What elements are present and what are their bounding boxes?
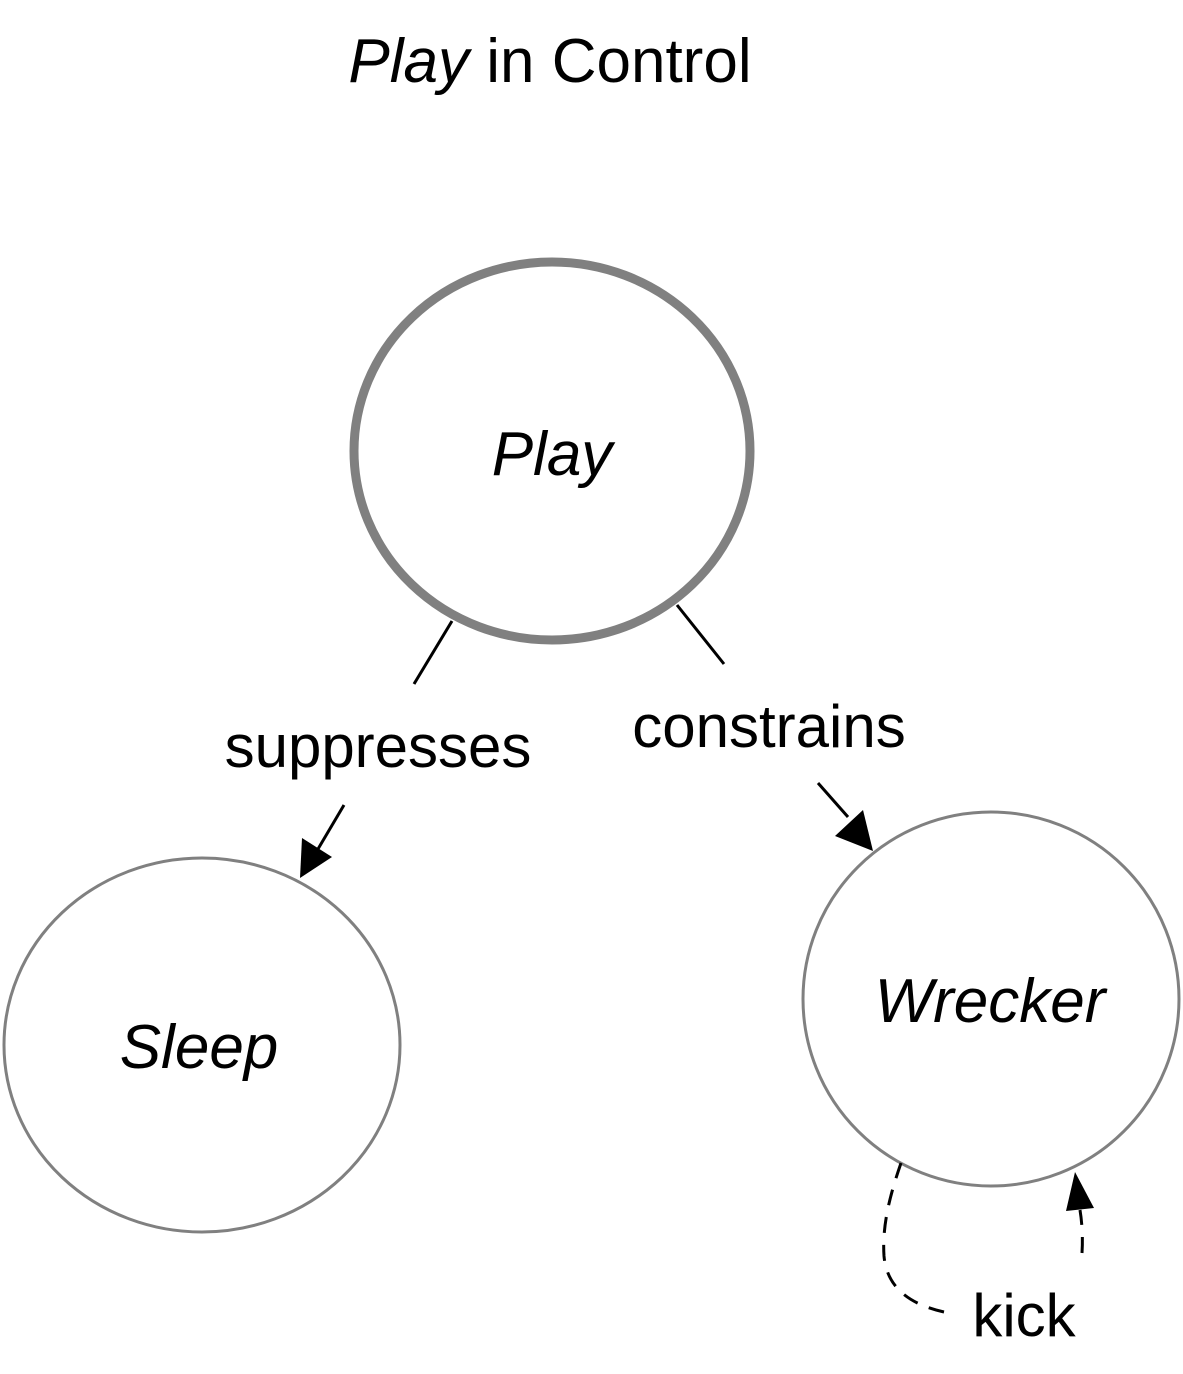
node-play: Play <box>349 257 755 645</box>
edge-constrains-arrowhead <box>835 810 873 851</box>
edge-suppresses-line-upper <box>412 620 454 685</box>
node-wrecker: Wrecker <box>801 810 1181 1188</box>
edge-constrains-label: constrains <box>632 693 905 760</box>
edge-kick-path-right <box>1078 1209 1084 1254</box>
edge-kick-label: kick <box>972 1282 1076 1349</box>
node-wrecker-label: Wrecker <box>875 967 1108 1036</box>
node-wrecker-circle <box>801 810 1181 1188</box>
title-rest: in Control <box>469 27 752 96</box>
edge-suppresses: suppresses <box>225 620 532 878</box>
diagram-title: Play in Control <box>348 27 751 96</box>
node-sleep-label: Sleep <box>120 1013 279 1082</box>
edge-constrains-line-lower <box>816 782 850 818</box>
edge-constrains-line-upper <box>675 604 726 665</box>
edge-suppresses-line-lower <box>316 804 346 850</box>
title-italic-part: Play <box>348 27 473 96</box>
edge-kick-arrowhead <box>1066 1172 1094 1211</box>
edge-suppresses-arrowhead <box>300 838 332 878</box>
node-sleep-circle <box>2 856 402 1234</box>
edge-constrains: constrains <box>632 604 906 851</box>
node-play-label: Play <box>492 420 617 489</box>
node-sleep: Sleep <box>2 856 402 1234</box>
edge-kick: kick <box>882 1162 1094 1349</box>
edge-kick-path-left <box>882 1162 945 1314</box>
node-play-circle <box>349 257 755 645</box>
edge-suppresses-label: suppresses <box>225 713 532 780</box>
